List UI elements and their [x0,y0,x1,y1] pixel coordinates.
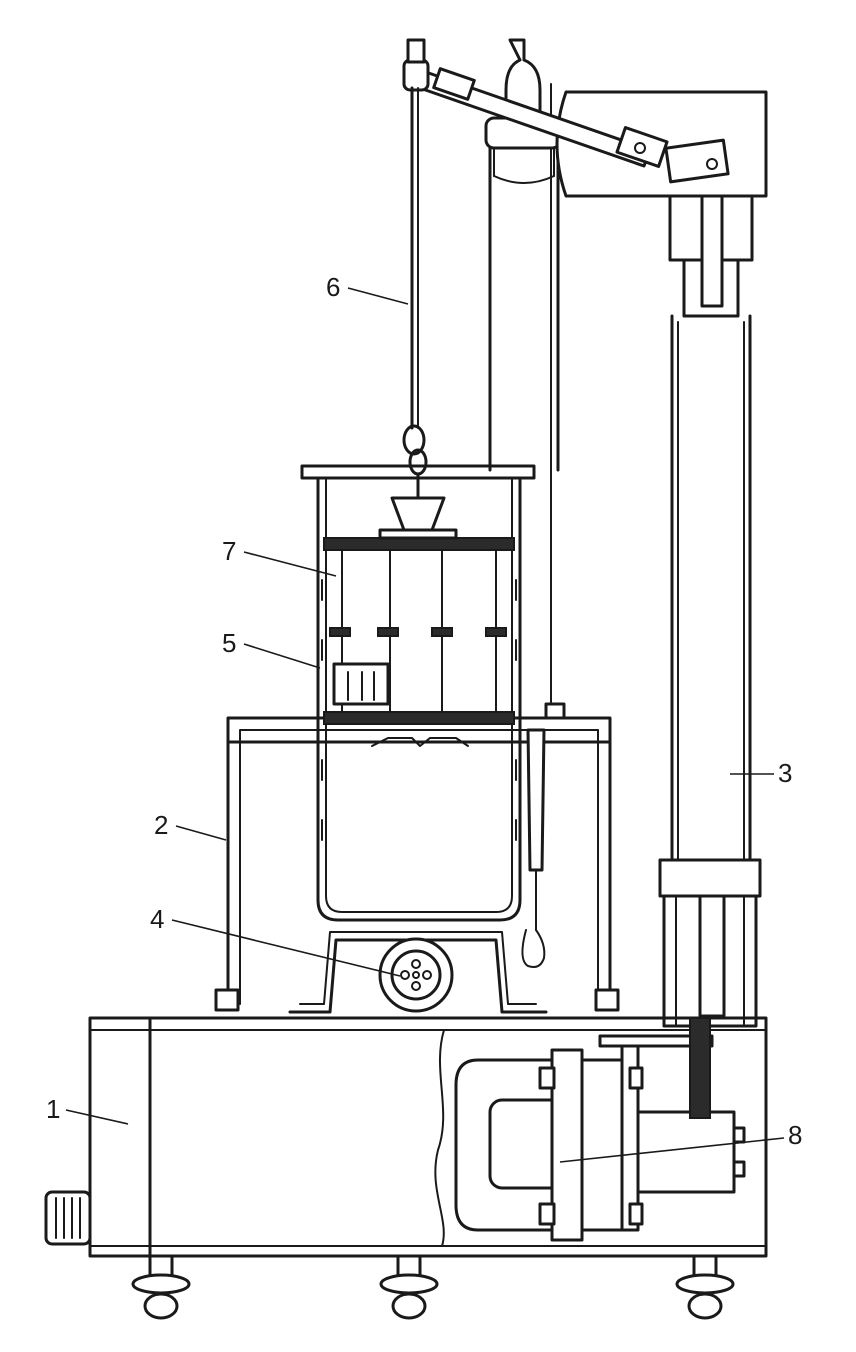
callout-label-7: 7 [222,536,236,566]
hoist-cable [402,86,428,500]
callout-4: 4 [150,904,401,977]
callout-label-5: 5 [222,628,236,658]
callout-label-6: 6 [326,272,340,302]
callout-label-8: 8 [788,1120,802,1150]
rotor-coupling [288,931,548,1014]
inner-drum [300,464,536,922]
callout-3: 3 [730,758,792,788]
callout-6: 6 [326,272,409,305]
callout-8: 8 [559,1120,802,1163]
lifting-arm [402,38,730,184]
level-probe [521,83,566,968]
callout-1: 1 [46,1094,129,1125]
callout-label-3: 3 [778,758,792,788]
callout-label-2: 2 [154,810,168,840]
side-motor-cap [44,1190,92,1246]
callout-7: 7 [222,536,337,577]
callout-2: 2 [154,810,227,841]
caster-middle [379,1254,439,1320]
base-cabinet [88,1016,768,1258]
callout-label-4: 4 [150,904,164,934]
callout-5: 5 [222,628,321,669]
caster-right [675,1254,735,1320]
caster-left [131,1254,191,1320]
lift-column [555,90,768,1119]
callout-label-1: 1 [46,1094,60,1124]
drive-motor [454,1034,746,1242]
